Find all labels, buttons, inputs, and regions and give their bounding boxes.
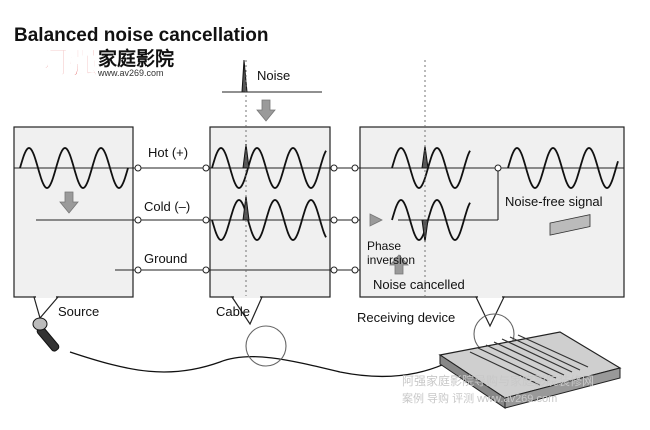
microphone-icon <box>32 317 60 352</box>
receiving-device-panel <box>359 126 625 298</box>
noise-down-arrow <box>256 99 276 122</box>
cable-magnifier-circle <box>245 325 287 367</box>
cable-panel <box>209 126 331 298</box>
hot-label: Hot (+) <box>148 145 188 160</box>
cold-label: Cold (–) <box>144 199 190 214</box>
noise-label: Noise <box>257 68 290 83</box>
diagram-title: Balanced noise cancellation <box>14 25 268 46</box>
audio-cable <box>69 349 471 378</box>
logo-url: www.av269.com <box>97 68 164 78</box>
source-down-arrow <box>59 191 79 214</box>
noise-free-wave <box>507 147 619 189</box>
connector-dots <box>134 164 502 274</box>
noise-cancelled-label: Noise cancelled <box>373 277 465 292</box>
mixer-console-icon <box>438 214 622 409</box>
cable-label: Cable <box>216 304 250 319</box>
inversion-label: inversion <box>367 253 415 267</box>
source-hot-wave <box>19 147 129 189</box>
logo-brand: 阿强 <box>38 47 98 80</box>
cable-hot-wave <box>211 147 327 189</box>
cable-cold-wave <box>211 199 327 241</box>
phase-label: Phase <box>367 239 401 253</box>
phase-inversion-arrow <box>369 213 383 227</box>
cancel-up-arrow <box>389 254 409 275</box>
logo-tagline: 家庭影院 <box>98 47 174 70</box>
noise-spike-source <box>238 59 252 93</box>
source-panel <box>13 126 134 298</box>
receiving-device-label: Receiving device <box>357 310 455 325</box>
ground-label: Ground <box>144 251 187 266</box>
watermark-line-1: 阿强家庭影院导购与家庭影院装修网 <box>402 373 594 388</box>
watermark-line-2: 案例 导购 评测 www.av269.com <box>402 391 557 405</box>
receiving-callout-tail <box>475 296 505 328</box>
noise-free-label: Noise-free signal <box>505 194 603 209</box>
receiver-hot-wave <box>391 147 471 189</box>
logo-watermark: 阿强 家庭影院 www.av269.com <box>38 47 175 81</box>
source-callout-tail <box>33 296 60 320</box>
source-label: Source <box>58 304 99 319</box>
receiver-cold-wave <box>391 199 471 241</box>
